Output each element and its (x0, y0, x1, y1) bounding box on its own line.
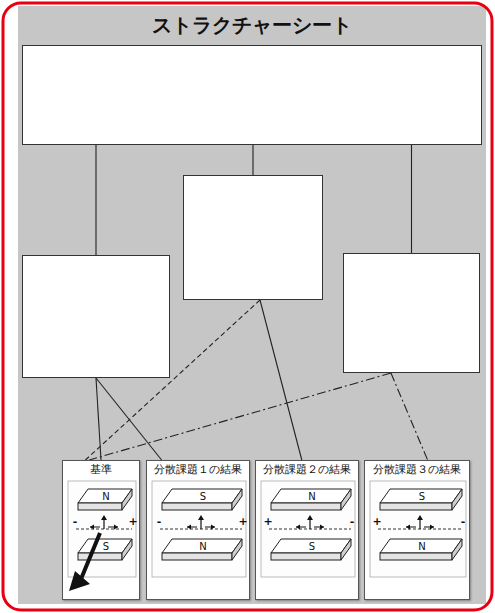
polarity-sign: - (157, 516, 162, 527)
arrow-head (187, 525, 191, 530)
magnet-front-face (271, 553, 341, 560)
pole-letter: S (103, 541, 109, 552)
photo-frame (261, 481, 355, 577)
photo-frame (68, 481, 136, 577)
magnet-front-face (380, 553, 452, 560)
pole-letter: S (309, 541, 315, 552)
empty-box (343, 253, 480, 373)
connector-line (411, 145, 412, 253)
magnet-side-face (122, 539, 132, 560)
arrow-head (114, 525, 118, 530)
magnet-front-face (78, 553, 122, 560)
magnet-illustration (63, 461, 141, 601)
connector-line (260, 300, 302, 460)
magnet-front-face (162, 503, 232, 510)
magnet-side-face (232, 539, 242, 560)
polarity-sign: + (238, 516, 247, 527)
red-frame (3, 3, 492, 610)
magnet-top-face (271, 539, 351, 553)
polarity-sign: + (263, 516, 272, 527)
magnet-illustration (147, 461, 251, 601)
connector-line (95, 145, 96, 255)
card-heading: 基準 (63, 461, 139, 478)
result-card: 分散課題２の結果 N + - S (255, 460, 359, 600)
magnet-side-face (341, 489, 351, 510)
result-card: 基準 N - + S (62, 460, 140, 600)
pole-letter: N (199, 541, 206, 552)
card-heading: 分散課題１の結果 (147, 461, 249, 478)
arrow-head (307, 515, 313, 520)
magnet-front-face (78, 503, 122, 510)
connector-line (252, 145, 253, 175)
arrow-head (406, 525, 410, 530)
empty-box (183, 175, 323, 300)
thick-arrow-head (69, 571, 90, 591)
arrow-head (296, 525, 300, 530)
magnet-illustration (256, 461, 360, 601)
magnet-front-face (380, 503, 452, 510)
pole-letter: N (102, 491, 109, 502)
arrow-head (90, 525, 94, 530)
magnet-illustration (365, 461, 471, 601)
connector-line (96, 378, 162, 460)
pole-letter: S (419, 491, 425, 502)
polarity-sign: - (461, 516, 466, 527)
arrow-head (430, 525, 434, 530)
magnet-side-face (232, 489, 242, 510)
arrow-head (198, 515, 204, 520)
sheet-title: ストラクチャーシート (18, 12, 485, 39)
empty-box (22, 45, 482, 145)
arrow-head (417, 515, 423, 520)
pole-letter: N (418, 541, 425, 552)
result-card: 分散課題３の結果 S + - N (364, 460, 470, 600)
polarity-sign: + (372, 516, 381, 527)
card-heading: 分散課題２の結果 (256, 461, 358, 478)
gray-panel (18, 6, 486, 604)
connector-line (391, 373, 428, 460)
connector-line (89, 373, 391, 460)
arrow-head (320, 525, 324, 530)
magnet-front-face (271, 503, 341, 510)
magnet-top-face (380, 489, 462, 503)
magnet-front-face (162, 553, 232, 560)
magnet-side-face (341, 539, 351, 560)
pole-letter: S (200, 491, 206, 502)
magnet-side-face (452, 539, 462, 560)
polarity-sign: - (73, 516, 78, 527)
result-card: 分散課題１の結果 S - + N (146, 460, 250, 600)
arrow-head (101, 515, 107, 520)
magnet-top-face (380, 539, 462, 553)
empty-box (22, 255, 170, 378)
pole-letter: N (308, 491, 315, 502)
polarity-sign: - (350, 516, 355, 527)
thick-arrow (81, 533, 100, 579)
card-heading: 分散課題３の結果 (365, 461, 469, 478)
magnet-top-face (271, 489, 351, 503)
magnet-side-face (122, 489, 132, 510)
magnet-side-face (452, 489, 462, 510)
photo-frame (152, 481, 246, 577)
arrow-head (211, 525, 215, 530)
photo-frame (370, 481, 466, 577)
polarity-sign: + (128, 516, 137, 527)
magnet-top-face (162, 489, 242, 503)
magnet-top-face (162, 539, 242, 553)
